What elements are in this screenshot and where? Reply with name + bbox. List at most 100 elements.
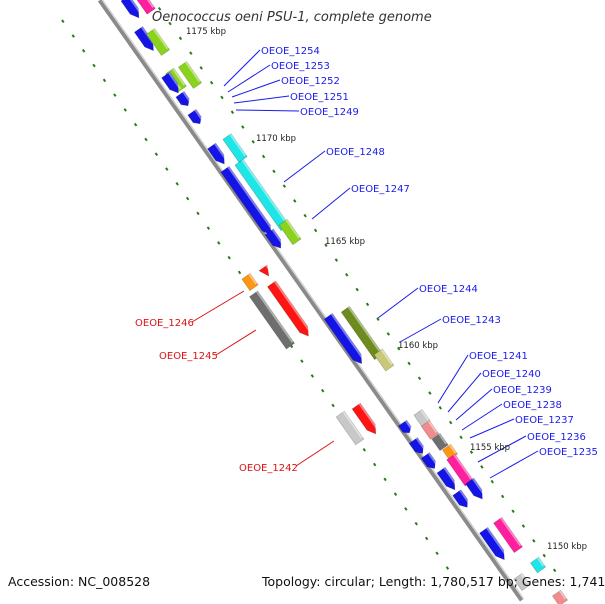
leader-line [377, 287, 419, 319]
tick-mark [365, 302, 370, 307]
gene-label-oeoe-1252[interactable]: OEOE_1252 [281, 76, 340, 87]
gene-highlight [347, 306, 382, 354]
gene-shape[interactable] [420, 420, 440, 440]
tick-mark [459, 435, 463, 440]
gene-highlight [486, 527, 508, 557]
tick-mark [71, 34, 75, 38]
tick-mark [313, 228, 318, 233]
gene-highlight [248, 273, 257, 285]
gene-label-oeoe-1247[interactable]: OEOE_1247 [351, 184, 410, 195]
gene-shape[interactable] [351, 402, 380, 437]
gene-highlight [330, 313, 365, 361]
gene-label-oeoe-1245[interactable]: OEOE_1245 [159, 351, 218, 362]
gene-shape[interactable] [408, 437, 426, 457]
gene-shape[interactable] [161, 71, 183, 96]
leader-line [399, 318, 442, 343]
tick-mark [230, 110, 235, 115]
gene-highlight [168, 72, 182, 90]
tick-mark [542, 553, 546, 558]
gene-shape[interactable] [446, 453, 474, 487]
gene-label-oeoe-1248[interactable]: OEOE_1248 [326, 147, 385, 158]
tick-mark [424, 536, 429, 541]
gene-shape[interactable] [493, 516, 523, 554]
tick-mark [300, 359, 304, 363]
gene-body [136, 0, 156, 15]
leader-line [235, 109, 300, 112]
gene-shape[interactable] [278, 218, 302, 246]
gene-label-oeoe-1238[interactable]: OEOE_1238 [503, 400, 562, 411]
gene-shape[interactable] [146, 28, 170, 56]
gene-label-oeoe-1253[interactable]: OEOE_1253 [271, 61, 330, 72]
gene-shape[interactable] [373, 348, 395, 372]
gene-shape[interactable] [431, 432, 449, 452]
gene-shape[interactable] [267, 280, 313, 339]
scale-label-1155: 1155 kbp [470, 443, 510, 453]
gene-label-oeoe-1243[interactable]: OEOE_1243 [442, 315, 501, 326]
gene-label-oeoe-1236[interactable]: OEOE_1236 [527, 432, 586, 443]
leader-line [447, 372, 482, 413]
scale-label-1165: 1165 kbp [325, 237, 365, 247]
gene-highlight [520, 573, 529, 585]
gene-shape[interactable] [241, 272, 259, 292]
gene-shape[interactable] [323, 312, 366, 366]
gene-label-oeoe-1239[interactable]: OEOE_1239 [493, 385, 552, 396]
gene-label-oeoe-1244[interactable]: OEOE_1244 [419, 284, 478, 295]
scale-label-1170: 1170 kbp [256, 134, 296, 144]
gene-shape[interactable] [207, 142, 229, 167]
gene-label-oeoe-1249[interactable]: OEOE_1249 [300, 107, 359, 118]
gene-label-oeoe-1242[interactable]: OEOE_1242 [239, 463, 298, 474]
leader-line [477, 435, 527, 463]
scale-label-1150: 1150 kbp [547, 542, 587, 552]
tick-mark [165, 167, 169, 171]
gene-body [431, 432, 449, 452]
leader-line [231, 79, 281, 98]
gene-shape[interactable] [264, 228, 285, 251]
gene-shape[interactable] [222, 133, 248, 163]
gene-body [436, 466, 456, 491]
gene-shape[interactable] [178, 61, 202, 89]
gene-shape[interactable] [120, 0, 143, 21]
gene-shape[interactable] [136, 0, 156, 15]
gene-shape[interactable] [452, 489, 472, 510]
leader-line [437, 354, 469, 404]
gene-shape[interactable] [335, 410, 365, 446]
gene-label-oeoe-1254[interactable]: OEOE_1254 [261, 46, 320, 57]
gene-shape[interactable] [187, 108, 204, 126]
gene-shape[interactable] [479, 526, 509, 562]
gene-body [222, 133, 248, 163]
tick-mark [61, 19, 65, 24]
gene-shape[interactable] [513, 572, 531, 592]
tick-mark [414, 521, 418, 526]
gene-label-oeoe-1251[interactable]: OEOE_1251 [290, 92, 349, 103]
gene-shape[interactable] [234, 158, 290, 232]
gene-label-oeoe-1235[interactable]: OEOE_1235 [539, 447, 598, 458]
gene-label-oeoe-1237[interactable]: OEOE_1237 [515, 415, 574, 426]
leader-line [469, 418, 515, 439]
gene-label-oeoe-1240[interactable]: OEOE_1240 [482, 369, 541, 380]
gene-shape[interactable] [340, 305, 384, 361]
gene-shape[interactable] [220, 165, 275, 237]
gene-body [120, 0, 140, 19]
gene-highlight [415, 437, 426, 451]
gene-shape[interactable] [436, 466, 459, 492]
tick-mark [206, 226, 211, 230]
tick-mark [331, 403, 335, 408]
gene-shape[interactable] [465, 477, 487, 502]
gene-shape[interactable] [249, 290, 295, 350]
gene-shape[interactable] [552, 589, 568, 604]
label-leaders [191, 49, 539, 479]
gene-highlight [172, 68, 186, 86]
gene-label-oeoe-1241[interactable]: OEOE_1241 [469, 351, 528, 362]
tick-mark [293, 199, 297, 203]
gene-shape[interactable] [175, 90, 192, 108]
gene-shape[interactable] [398, 419, 413, 436]
tick-mark [417, 376, 422, 381]
gene-shape[interactable] [530, 556, 546, 574]
gene-body [267, 280, 309, 337]
tick-mark [272, 169, 276, 174]
gene-label-oeoe-1246[interactable]: OEOE_1246 [135, 318, 194, 329]
gene-shape[interactable] [258, 264, 273, 279]
tick-mark [386, 332, 391, 336]
gene-shape[interactable] [420, 452, 438, 472]
gene-highlight [184, 61, 201, 83]
